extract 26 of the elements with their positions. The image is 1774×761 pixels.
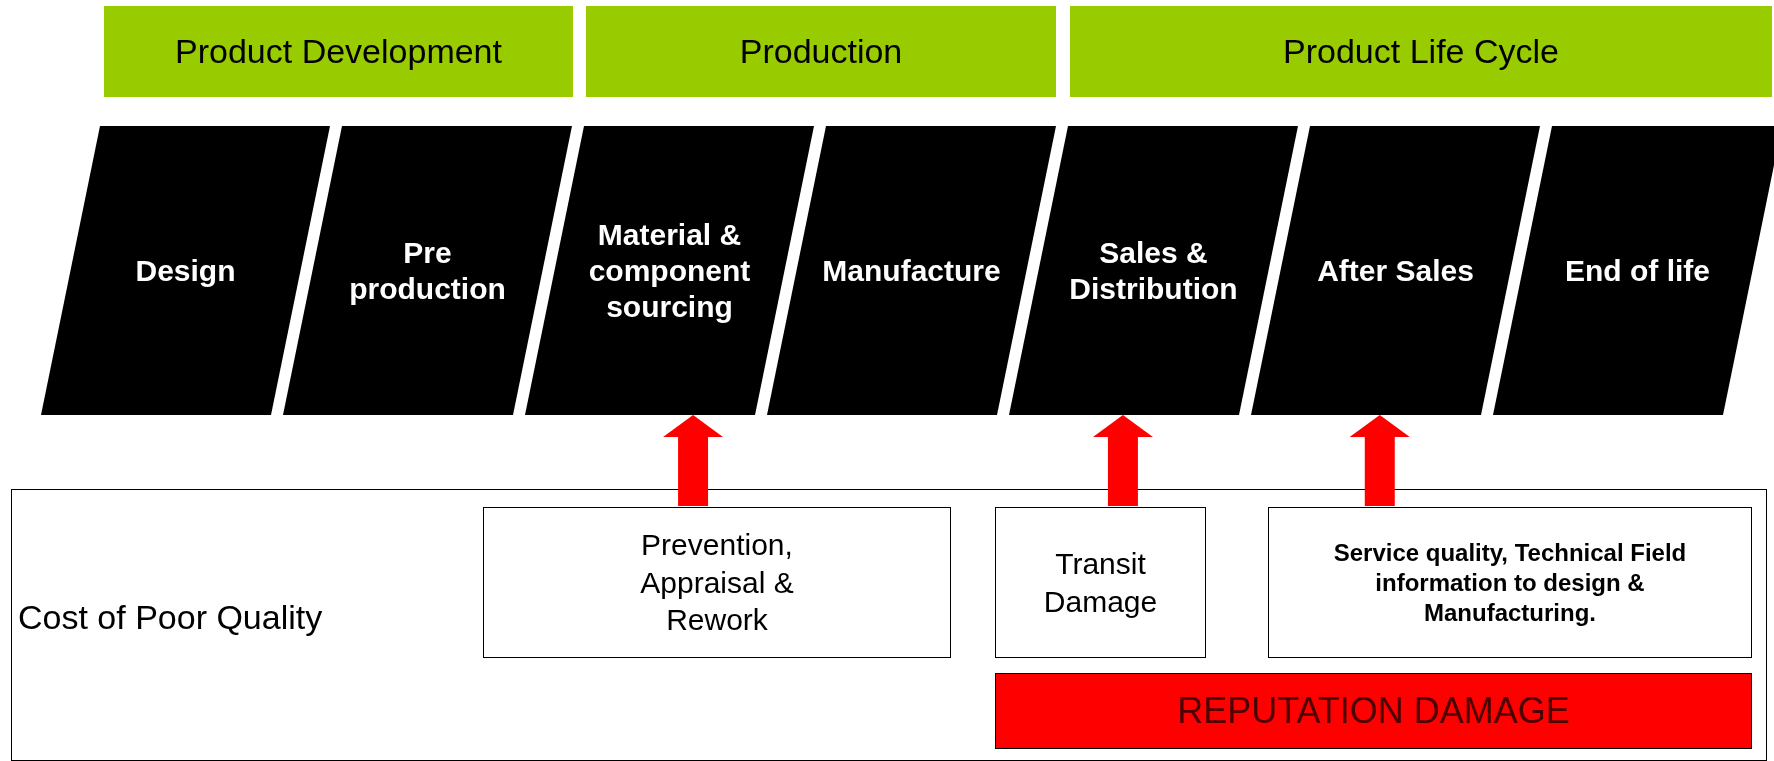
- cost-text: Prevention, Appraisal & Rework: [639, 527, 795, 639]
- phase-banner: [1070, 6, 1772, 97]
- up-arrow: [1092, 415, 1153, 506]
- phase-banner: [586, 6, 1056, 97]
- phase-banner: [104, 6, 573, 97]
- stage-label: Sales & Distribution: [1068, 234, 1239, 307]
- phase-label: Product Development: [175, 32, 502, 71]
- cost-box: [995, 507, 1206, 658]
- alert-label: REPUTATION DAMAGE: [1177, 690, 1570, 732]
- cost-box: [1268, 507, 1752, 658]
- panel-label: Cost of Poor Quality: [18, 598, 323, 637]
- stage-label: Material & component sourcing: [587, 216, 752, 325]
- stage-label: Pre production: [348, 234, 507, 307]
- stage-label: Manufacture: [822, 252, 1001, 289]
- phase-label: Product Life Cycle: [1283, 32, 1559, 71]
- stage-label: After Sales: [1317, 252, 1474, 289]
- phase-label: Production: [739, 32, 903, 71]
- up-arrow: [1349, 415, 1410, 506]
- cost-panel: [11, 489, 1767, 761]
- stage-label: Design: [135, 252, 236, 289]
- alert-banner: [995, 673, 1752, 749]
- cost-box: [483, 507, 951, 658]
- up-arrow: [663, 415, 724, 506]
- stage-label: End of life: [1565, 252, 1710, 289]
- cost-text: Service quality, Technical Field information to design & Manufacturing.: [1332, 537, 1688, 628]
- cost-text: Transit Damage: [1042, 546, 1159, 620]
